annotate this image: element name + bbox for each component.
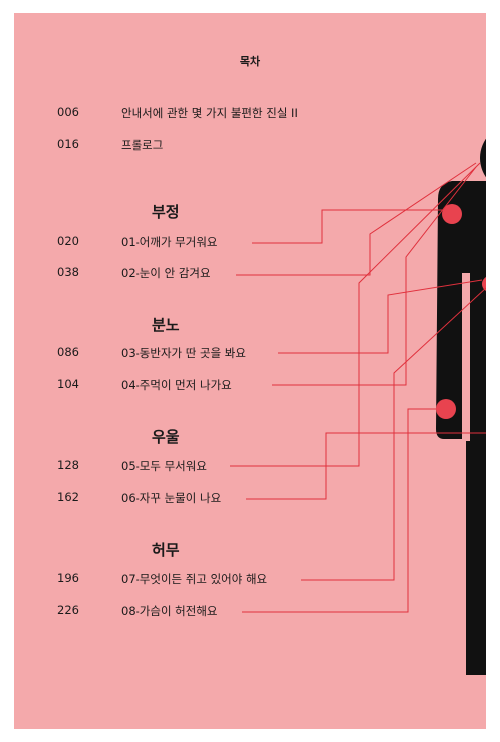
page-number: 128	[57, 458, 79, 472]
page-number: 104	[57, 377, 79, 391]
section-heading: 부정	[152, 203, 180, 221]
section-heading: 우울	[152, 428, 180, 446]
leader-line-03	[278, 279, 483, 354]
entry-label: 05-모두 무서워요	[121, 459, 207, 473]
marker-chest	[482, 277, 486, 291]
page-number: 086	[57, 345, 79, 359]
page-number: 162	[57, 490, 79, 504]
entry-label: 안내서에 관한 몇 가지 불편한 진실 II	[121, 106, 298, 120]
page-number: 020	[57, 234, 79, 248]
figure-arm-gap	[462, 273, 470, 441]
body-figure-illustration	[230, 138, 486, 675]
entry-label: 04-주먹이 먼저 나가요	[121, 378, 232, 392]
entry-label: 02-눈이 안 감겨요	[121, 266, 211, 280]
entry-label: 프롤로그	[121, 138, 164, 152]
entry-label: 01-어깨가 무거워요	[121, 235, 218, 249]
leader-line-06	[246, 432, 486, 500]
leader-line-05	[230, 162, 481, 467]
section-heading: 허무	[152, 541, 180, 559]
page-number: 006	[57, 105, 79, 119]
section-heading: 분노	[152, 316, 180, 334]
page-number: 226	[57, 603, 79, 617]
entry-label: 07-무엇이든 쥐고 있어야 해요	[121, 572, 268, 586]
page-number: 016	[57, 137, 79, 151]
figure-head	[480, 138, 486, 178]
leader-line-08	[242, 408, 436, 613]
page-number: 196	[57, 571, 79, 585]
toc-page: 목차 006 안내서에 관한 몇 가지 불편한 진실 II 016 프롤로그 부…	[14, 13, 486, 729]
leader-line-04	[272, 166, 477, 386]
toc-title: 목차	[239, 55, 261, 68]
leader-line-07	[301, 287, 486, 581]
entry-label: 03-동반자가 딴 곳을 봐요	[121, 346, 246, 360]
entry-label: 06-자꾸 눈물이 나요	[121, 491, 222, 505]
page-number: 038	[57, 265, 79, 279]
figure-leg	[466, 443, 486, 675]
leader-line-01	[252, 209, 442, 244]
marker-shoulder	[442, 204, 462, 224]
marker-hand	[436, 399, 456, 419]
entry-label: 08-가슴이 허전해요	[121, 604, 218, 618]
leader-line-02	[236, 162, 477, 276]
